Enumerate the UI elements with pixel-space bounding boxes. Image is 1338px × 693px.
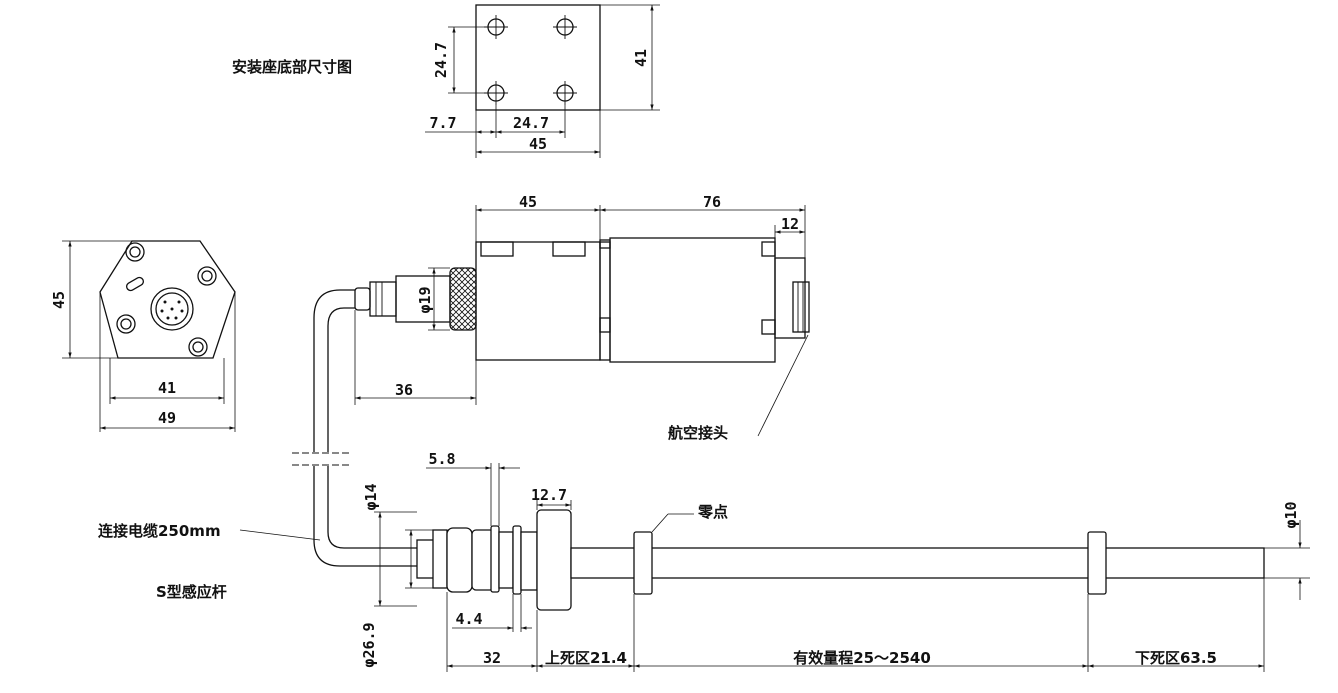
- dim-rod-dia: φ10: [1282, 501, 1300, 528]
- dim-connector-len: 36: [395, 381, 413, 399]
- dim-body-width: 76: [703, 193, 721, 211]
- base-hole: [484, 15, 508, 39]
- zero-point-label: 零点: [697, 503, 728, 521]
- rod-thread-ring: [490, 525, 500, 593]
- dim-washer: 4.4: [455, 610, 482, 628]
- sensor-head-view: 45 76 12 φ19 36 航空接头: [354, 193, 810, 442]
- dim-mount-len: 32: [483, 649, 501, 667]
- aviation-connector-label: 航空接头: [668, 424, 728, 442]
- connector-boot: [369, 281, 397, 317]
- dim-thread-dia: φ14: [362, 483, 380, 510]
- mount-base-view: 安装座底部尺寸图 24.7 41 7.7 24.7 45: [232, 4, 660, 158]
- flange-hexagon: [99, 240, 236, 359]
- flange-bolt: [197, 266, 217, 286]
- flange-bolt: [116, 314, 136, 334]
- dim-flange-outer: 49: [158, 409, 176, 427]
- zero-point-magnet: [633, 531, 653, 595]
- dim-lower-dead-zone: 下死区63.5: [1135, 649, 1217, 667]
- rear-cap: [774, 257, 806, 339]
- dim-thread-a: 5.8: [428, 450, 455, 468]
- dim-nut-width: 12.7: [531, 486, 567, 504]
- knurled-nut: [449, 267, 477, 331]
- base-hole: [484, 81, 508, 105]
- dim-base-height: 41: [632, 49, 650, 67]
- cable: 连接电缆250mm S型感应杆: [98, 289, 417, 601]
- rod-type-label: S型感应杆: [156, 583, 227, 601]
- sensor-rod: [570, 547, 1265, 579]
- cable-label: 连接电缆250mm: [98, 522, 221, 540]
- dim-body-dia: φ26.9: [360, 622, 378, 667]
- base-plate-outline: [475, 4, 601, 111]
- dim-head-width: 45: [519, 193, 537, 211]
- base-hole: [553, 15, 577, 39]
- flange-slot: [126, 276, 144, 292]
- dim-effective-range: 有效量程25～2540: [793, 649, 931, 667]
- dim-upper-dead-zone: 上死区21.4: [545, 649, 627, 667]
- flange-front-view: 45 41 49: [50, 240, 236, 432]
- dim-connector-dia: φ19: [416, 286, 434, 313]
- dim-base-hole-spacing-v: 24.7: [432, 42, 450, 78]
- dim-base-width: 45: [529, 135, 547, 153]
- base-hole: [553, 81, 577, 105]
- head-block: [475, 241, 601, 361]
- dim-base-offset: 7.7: [429, 114, 456, 132]
- aviation-connector-plug: [792, 281, 810, 333]
- electronics-body: [609, 237, 776, 363]
- dim-flange-inner: 41: [158, 379, 176, 397]
- rod-assembly: φ14 φ26.9 5.8 12.7 4.4 32 上死区21.4 有效量程25…: [360, 450, 1310, 672]
- head-notch: [552, 241, 586, 257]
- dim-rear-cap: 12: [781, 215, 799, 233]
- flange-bolt: [188, 337, 208, 357]
- dim-base-hole-spacing-h: 24.7: [513, 114, 549, 132]
- dim-flange-height: 45: [50, 291, 68, 309]
- end-magnet: [1087, 531, 1107, 595]
- rod-nut: [536, 509, 572, 611]
- connector-socket-icon: [150, 287, 194, 331]
- rod-housing: [446, 527, 473, 593]
- rod-washer: [512, 525, 522, 595]
- head-notch: [480, 241, 514, 257]
- mount-base-title: 安装座底部尺寸图: [232, 58, 352, 76]
- flange-bolt: [125, 242, 145, 262]
- head-spacer: [599, 241, 611, 361]
